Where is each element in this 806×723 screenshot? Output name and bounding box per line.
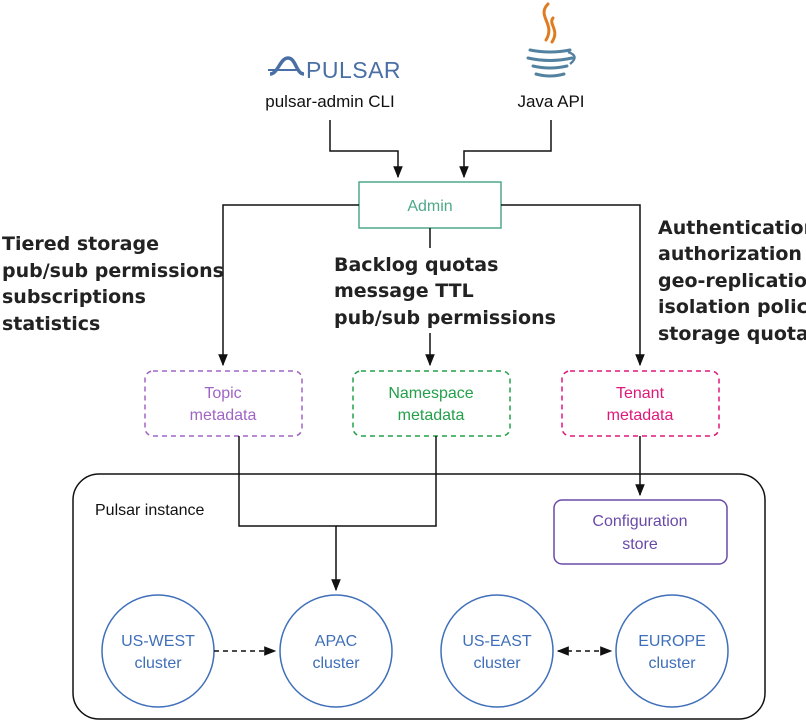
tenant-annotation-line: Authentication — [658, 217, 806, 239]
cluster-label: US-WEST — [121, 633, 195, 650]
tenant-annotation-line: isolation policy — [658, 296, 806, 318]
configuration-store-box: Configuration store — [553, 499, 728, 565]
java-api-label: Java API — [517, 92, 584, 111]
tenant-metadata-label: metadata — [607, 407, 674, 424]
namespace-to-apac-line — [336, 436, 437, 527]
topic-to-apac-arrow — [238, 436, 341, 592]
admin-to-tenant-arrow — [501, 204, 645, 367]
pulsar-cli-label: pulsar-admin CLI — [265, 92, 394, 111]
namespace-annotations: Backlog quotas message TTL pub/sub permi… — [334, 254, 556, 329]
namespace-metadata-label: Namespace — [388, 385, 473, 402]
topic-metadata-label: Topic — [204, 385, 241, 402]
pulsar-instance-box — [72, 473, 766, 720]
cluster-label: US-EAST — [462, 633, 532, 650]
java-logo — [526, 2, 576, 78]
cluster-label: cluster — [648, 655, 696, 672]
namespace-annotation-line: pub/sub permissions — [334, 307, 556, 329]
pulsar-instance-label: Pulsar instance — [95, 502, 204, 519]
cluster-us-west: US-WEST cluster — [101, 594, 215, 708]
namespace-metadata-label: metadata — [398, 407, 465, 424]
topic-annotation-line: subscriptions — [2, 286, 146, 308]
tenant-annotation-line: geo-replication — [658, 270, 806, 292]
admin-to-topic-arrow — [218, 204, 359, 367]
pulsar-logo: PULSAR — [268, 56, 401, 83]
tenant-metadata-label: Tenant — [616, 385, 665, 402]
configuration-store-label: store — [622, 536, 658, 553]
topic-metadata-box: Topic metadata — [144, 370, 303, 437]
namespace-annotation-line: Backlog quotas — [334, 254, 498, 276]
namespace-annotation-line: message TTL — [334, 280, 474, 302]
cluster-label: EUROPE — [638, 633, 706, 650]
topic-annotations: Tiered storage pub/sub permissions subsc… — [2, 233, 224, 335]
pulsar-logo-text: PULSAR — [306, 57, 401, 83]
cluster-label: cluster — [473, 655, 521, 672]
cluster-label: cluster — [134, 655, 182, 672]
topic-metadata-label: metadata — [190, 407, 257, 424]
java-to-admin-arrow — [459, 120, 552, 179]
topic-annotation-line: statistics — [2, 313, 100, 335]
namespace-metadata-box: Namespace metadata — [352, 370, 511, 437]
cluster-europe: EUROPE cluster — [615, 594, 729, 708]
java-flame-icon — [542, 2, 557, 44]
cluster-us-east: US-EAST cluster — [440, 594, 554, 708]
java-cup-icon — [526, 48, 574, 78]
pulsar-wave-icon — [269, 56, 305, 76]
tenant-annotation-line: storage quotas — [658, 323, 806, 345]
tenant-annotation-line: authorization — [658, 243, 802, 265]
cluster-apac: APAC cluster — [279, 594, 393, 708]
tenant-metadata-box: Tenant metadata — [561, 370, 720, 437]
topic-annotation-line: pub/sub permissions — [2, 260, 224, 282]
cluster-label: APAC — [315, 633, 357, 650]
topic-annotation-line: Tiered storage — [2, 233, 159, 255]
admin-label: Admin — [407, 198, 452, 215]
configuration-store-label: Configuration — [592, 513, 687, 530]
tenant-annotations: Authentication authorization geo-replica… — [658, 217, 806, 345]
cli-to-admin-arrow — [329, 120, 403, 179]
cluster-label: cluster — [312, 655, 360, 672]
